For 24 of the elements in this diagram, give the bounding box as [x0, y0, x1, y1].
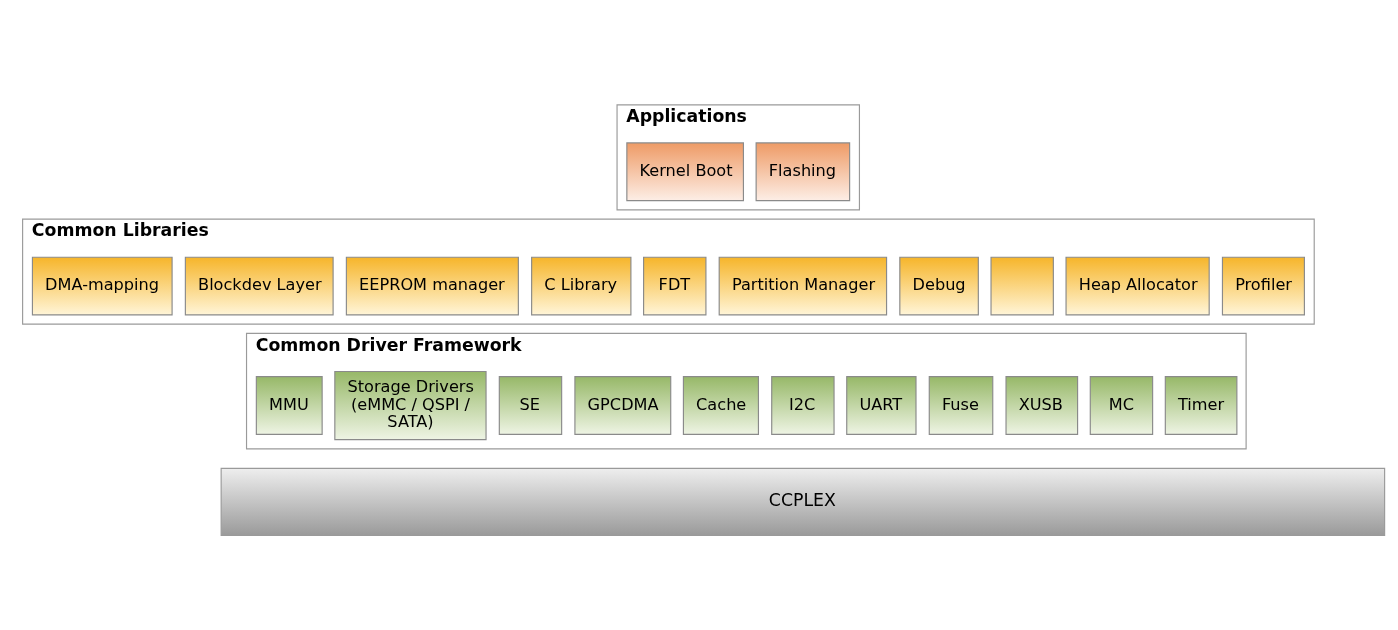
node-box: Fuse	[928, 375, 994, 435]
node-box: Kernel Boot	[626, 141, 744, 201]
node-box: MC	[1089, 375, 1154, 435]
node-box: MMU	[255, 375, 323, 435]
node-box: Blockdev Layer	[184, 256, 334, 315]
node-box: C Library	[531, 256, 632, 315]
node-box: Heap Allocator	[1065, 256, 1210, 315]
node-box: Timer	[1164, 375, 1238, 435]
node-box: DMA-mapping	[31, 256, 173, 315]
node-box: Storage Drivers (eMMC / QSPI / SATA)	[334, 370, 487, 440]
node-box: Profiler	[1221, 256, 1305, 315]
node-box: Partition Manager	[718, 256, 888, 315]
node-box: UART	[846, 375, 917, 435]
node-box: EEPROM manager	[345, 256, 519, 315]
node-box: Cache	[682, 375, 759, 435]
node-box: I2C	[771, 375, 835, 435]
node-box: XUSB	[1005, 375, 1079, 435]
node-box	[990, 256, 1054, 315]
node-box: GPCDMA	[574, 375, 672, 435]
node-box: FDT	[643, 256, 707, 315]
node-box: Debug	[899, 256, 979, 315]
node-box: CCPLEX	[220, 467, 1386, 536]
node-box: Flashing	[755, 141, 851, 201]
node-box: SE	[498, 375, 563, 435]
